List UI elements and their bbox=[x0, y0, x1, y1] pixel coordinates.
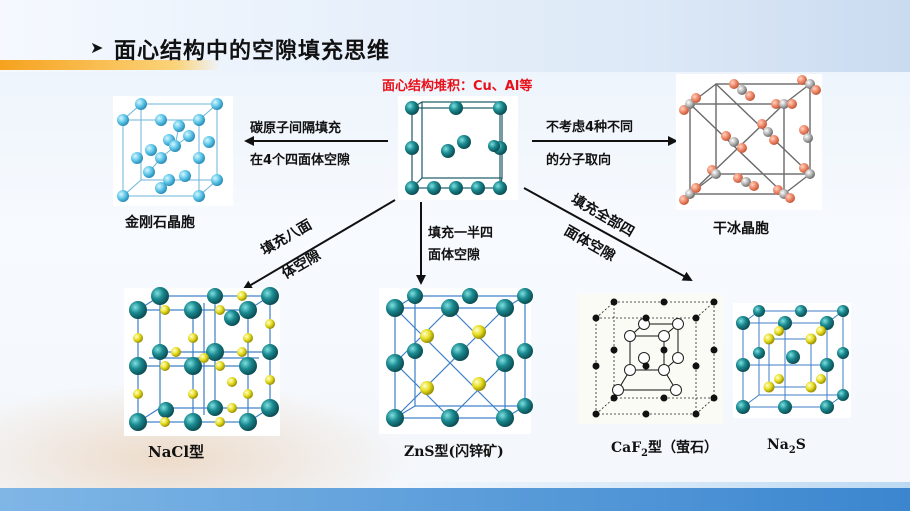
arrow-to-nacl bbox=[242, 199, 396, 291]
nacl-cell-figure bbox=[129, 287, 279, 431]
footer-bar bbox=[0, 488, 910, 511]
caf2-cell-panel bbox=[578, 294, 723, 424]
footer-accent bbox=[400, 482, 910, 490]
arrow-label-right-2: 的分子取向 bbox=[546, 153, 612, 168]
arrow-to-caf2 bbox=[523, 187, 693, 281]
arrow-label-right-1: 不考虑4种不同 bbox=[546, 120, 634, 135]
caf2-cell-figure bbox=[592, 298, 718, 418]
diamond-label: 金刚石晶胞 bbox=[125, 215, 195, 231]
arrow-label-half-tetra-2: 面体空隙 bbox=[428, 248, 481, 263]
header-accent-strip bbox=[0, 60, 220, 70]
caf2-label: CaF2型（萤石） bbox=[611, 440, 718, 459]
zns-label: ZnS型(闪锌矿) bbox=[404, 444, 504, 460]
nacl-label: NaCl型 bbox=[148, 443, 205, 461]
diamond-cell-figure bbox=[117, 98, 223, 202]
arrow-label-left-1: 碳原子间隔填充 bbox=[250, 121, 342, 136]
arrow-label-half-tetra-1: 填充一半四 bbox=[428, 226, 494, 241]
na2s-label: Na2S bbox=[767, 437, 806, 456]
bullet-arrow-icon: ➤ bbox=[90, 38, 104, 57]
fcc-cell-figure bbox=[405, 101, 507, 195]
arrow-label-left-2: 在4个四面体空隙 bbox=[250, 153, 351, 168]
center-structure-label: 面心结构堆积：Cu、Al等 bbox=[382, 79, 533, 94]
slide-title: 面心结构中的空隙填充思维 bbox=[114, 39, 391, 64]
na2s-cell-figure bbox=[736, 305, 849, 414]
zns-cell-figure bbox=[386, 288, 533, 427]
dry-ice-cell-figure bbox=[679, 75, 821, 205]
dry-ice-label: 干冰晶胞 bbox=[713, 221, 769, 237]
